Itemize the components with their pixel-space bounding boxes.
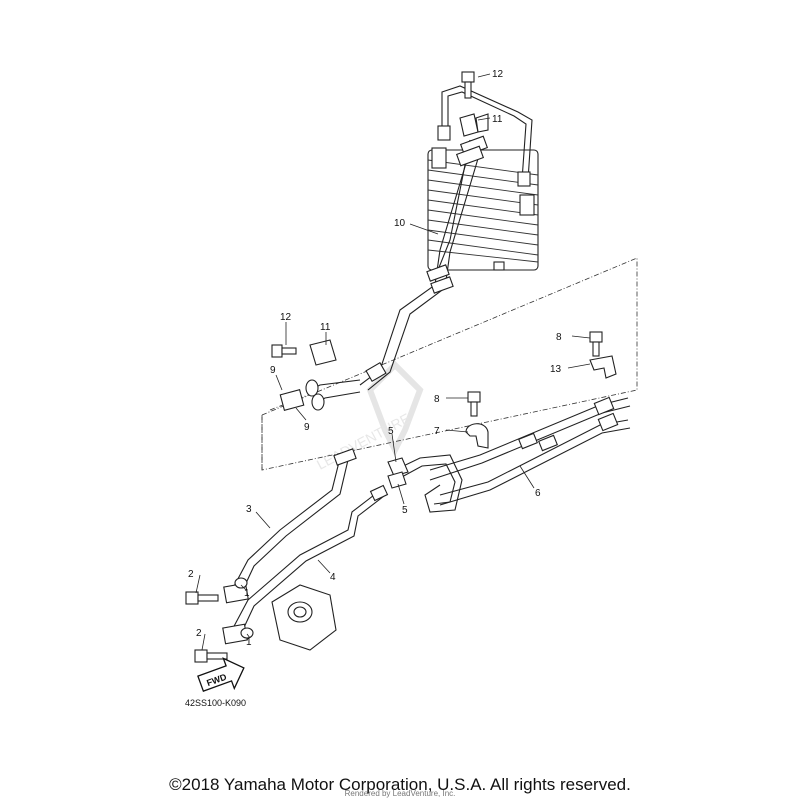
leader-lines (195, 73, 591, 651)
callout-11-lower: 11 (320, 322, 331, 333)
callout-labels: 12 11 10 12 11 9 9 8 13 8 7 5 5 6 3 4 2 … (188, 69, 562, 648)
copyright-text: ©2018 Yamaha Motor Corporation, U.S.A. A… (169, 775, 631, 794)
callout-6: 6 (535, 488, 541, 499)
callout-8-middle: 8 (434, 394, 440, 405)
fwd-arrow-icon: FWD (197, 657, 245, 692)
diagram-code: 42SS100-K090 (185, 698, 246, 708)
gasket-1-upper (234, 577, 248, 589)
clamp-7 (465, 423, 489, 449)
hose-ends (279, 379, 361, 411)
bolt-12-lower (271, 344, 297, 358)
hose-loop-5 (387, 454, 463, 513)
callout-2-lower: 2 (196, 628, 202, 639)
leadventure-watermark: LEADVENTURE (314, 360, 424, 473)
bolt-2-lower (194, 649, 228, 663)
gasket-1-lower (240, 627, 254, 639)
callout-1-lower: 1 (246, 637, 252, 648)
callout-12-lower: 12 (280, 312, 292, 323)
callout-8-right: 8 (556, 332, 562, 343)
clamp-11-upper (459, 113, 489, 137)
upper-hose-loop (437, 85, 533, 187)
callout-5-lower: 5 (402, 505, 408, 516)
callout-9-upper: 9 (270, 365, 276, 376)
oil-pipe-10 (359, 135, 489, 391)
oil-pipe-3 (223, 448, 357, 604)
callout-7: 7 (434, 426, 440, 437)
callout-10: 10 (394, 218, 406, 229)
callout-13: 13 (550, 364, 562, 375)
oil-cooler (427, 147, 539, 271)
callout-3: 3 (246, 504, 252, 515)
callout-11-upper: 11 (492, 114, 503, 125)
bolt-12-upper (461, 71, 475, 99)
clamp-11-lower (309, 339, 337, 366)
oil-pipe-4 (222, 484, 389, 645)
bolt-8-right (589, 331, 603, 357)
callout-12-upper: 12 (492, 69, 504, 80)
engine-port-housing (271, 584, 337, 651)
bolt-2-upper (185, 591, 219, 605)
rendered-by-text: Rendered by LeadVenture, Inc. (344, 789, 456, 798)
callout-2-upper: 2 (188, 569, 194, 580)
callout-9-lower: 9 (304, 422, 310, 433)
bolt-8-middle (467, 391, 481, 417)
callout-4: 4 (330, 572, 336, 583)
callout-1-upper: 1 (244, 588, 250, 599)
bracket-13 (589, 355, 617, 379)
callout-5-upper: 5 (388, 426, 394, 437)
oil-pipe-6 (429, 396, 631, 506)
